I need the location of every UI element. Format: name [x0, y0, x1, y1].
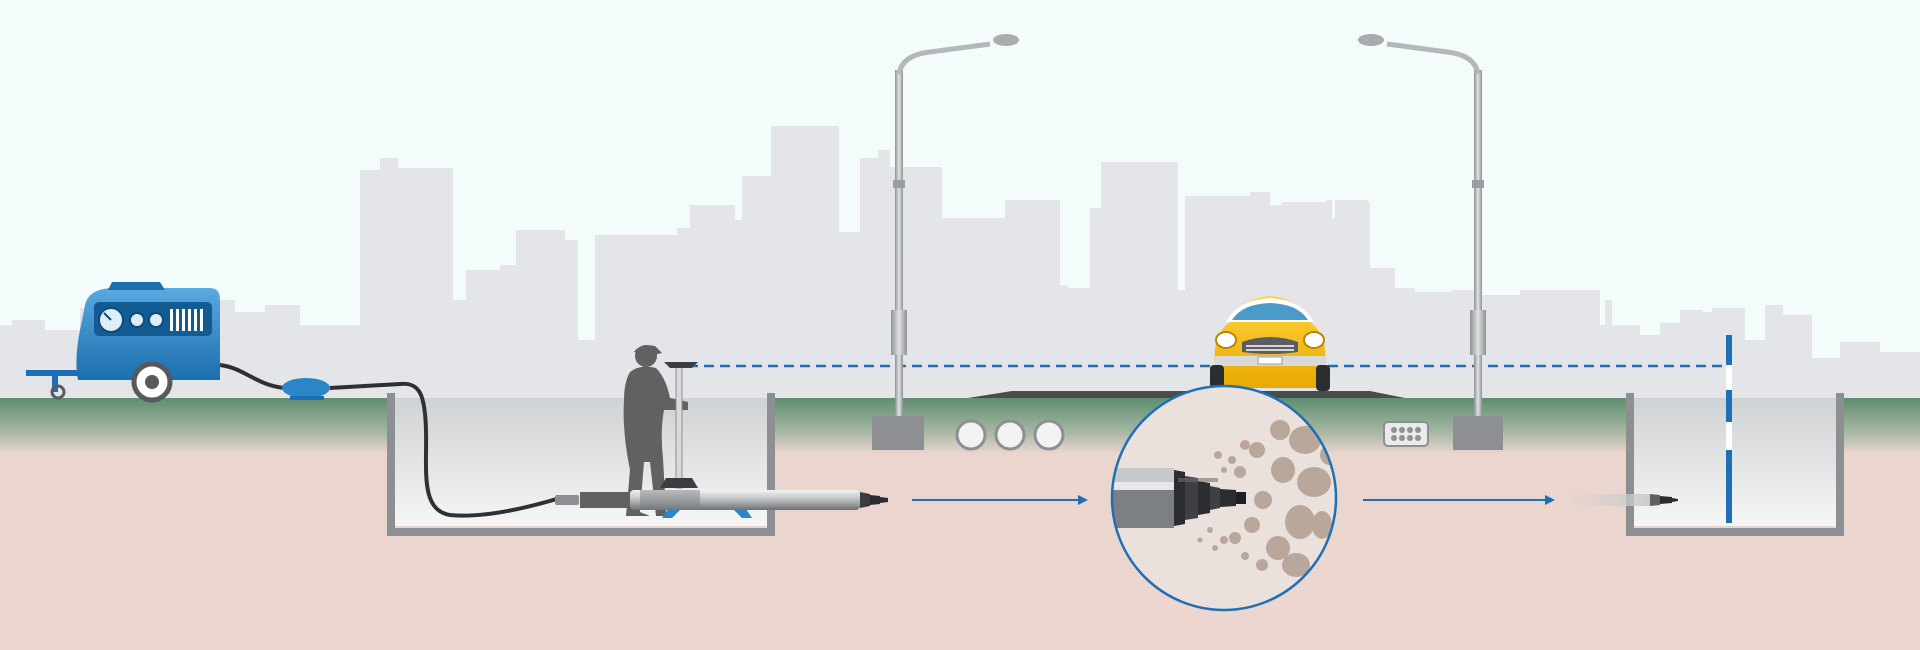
launch-pit [387, 393, 775, 536]
worker-silhouette [623, 345, 688, 516]
soil-particles [1197, 420, 1336, 577]
vent-grille-icon [170, 309, 203, 331]
street-lamp-right [1358, 34, 1503, 450]
air-hose [219, 363, 561, 518]
air-compressor-trailer [26, 282, 221, 403]
pressure-gauge-icon [98, 307, 124, 333]
trailer-wheel-icon [131, 361, 173, 403]
exit-pit [1626, 393, 1844, 536]
piercing-tool-launch [555, 490, 888, 510]
utility-pipes-icon [955, 419, 1065, 451]
aiming-stand-icon [660, 362, 698, 489]
survey-pole-icon [1726, 335, 1732, 523]
tool-head-closeup [1112, 468, 1246, 528]
car-icon [1210, 296, 1330, 391]
street-lamp-left [872, 34, 1019, 450]
cable-duct-icon [1383, 421, 1429, 447]
soil-compaction-magnifier [1110, 384, 1338, 612]
lubricator-icon [282, 378, 330, 400]
city-skyline [0, 126, 1920, 400]
piercing-tool-exit [1568, 494, 1678, 506]
